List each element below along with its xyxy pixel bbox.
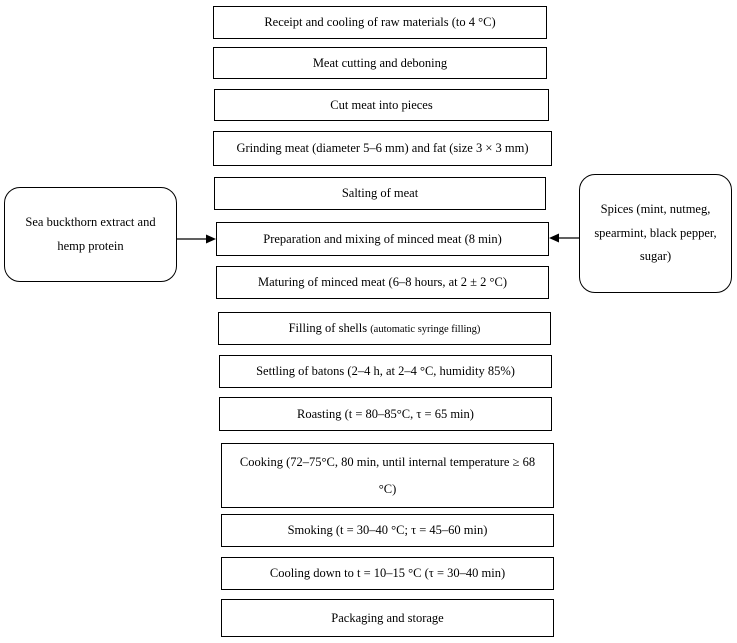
step-settling: Settling of batons (2–4 h, at 2–4 °C, hu… <box>219 355 552 388</box>
step-packaging-label: Packaging and storage <box>331 610 444 625</box>
input-sea-buckthorn-hemp: Sea buckthorn extract and hemp protein <box>4 187 177 282</box>
step-filling-label: Filling of shells (automatic syringe fil… <box>289 321 481 337</box>
step-pieces: Cut meat into pieces <box>214 89 549 121</box>
step-filling-main: Filling of shells <box>288 320 368 335</box>
step-packaging: Packaging and storage <box>221 599 554 637</box>
arrow-left-to-mixing <box>177 234 216 244</box>
input-right-label: Spices (mint, nutmeg, spearmint, black p… <box>594 201 717 264</box>
step-salting: Salting of meat <box>214 177 546 210</box>
step-settling-label: Settling of batons (2–4 h, at 2–4 °C, hu… <box>256 364 515 378</box>
step-smoking-label: Smoking (t = 30–40 °C; τ = 45–60 min) <box>287 523 488 537</box>
step-smoking: Smoking (t = 30–40 °C; τ = 45–60 min) <box>221 514 554 547</box>
step-mixing-label: Preparation and mixing of minced meat (8… <box>263 231 502 246</box>
step-pieces-label: Cut meat into pieces <box>330 97 433 112</box>
step-maturing-label: Maturing of minced meat (6–8 hours, at 2… <box>258 275 507 289</box>
step-cooking-label: Cooking (72–75°C, 80 min, until internal… <box>239 455 536 496</box>
input-left-label: Sea buckthorn extract and hemp protein <box>25 214 156 253</box>
step-filling-note: (automatic syringe filling) <box>370 323 481 335</box>
input-spices: Spices (mint, nutmeg, spearmint, black p… <box>579 174 732 293</box>
step-mixing: Preparation and mixing of minced meat (8… <box>216 222 549 256</box>
step-receipt-label: Receipt and cooling of raw materials (to… <box>264 15 496 29</box>
step-cooling-label: Cooling down to t = 10–15 °C (τ = 30–40 … <box>269 566 506 580</box>
step-cutting: Meat cutting and deboning <box>213 47 547 79</box>
step-grinding: Grinding meat (diameter 5–6 mm) and fat … <box>213 131 552 166</box>
step-cooking: Cooking (72–75°C, 80 min, until internal… <box>221 443 554 508</box>
step-grinding-label: Grinding meat (diameter 5–6 mm) and fat … <box>236 141 529 155</box>
step-maturing: Maturing of minced meat (6–8 hours, at 2… <box>216 266 549 299</box>
step-filling: Filling of shells (automatic syringe fil… <box>218 312 551 345</box>
step-cutting-label: Meat cutting and deboning <box>312 55 448 70</box>
step-roasting-label: Roasting (t = 80–85°C, τ = 65 min) <box>297 406 474 421</box>
step-receipt: Receipt and cooling of raw materials (to… <box>213 6 547 39</box>
arrow-right-to-mixing <box>549 233 579 243</box>
step-roasting: Roasting (t = 80–85°C, τ = 65 min) <box>219 397 552 431</box>
step-salting-label: Salting of meat <box>341 186 419 200</box>
step-cooling: Cooling down to t = 10–15 °C (τ = 30–40 … <box>221 557 554 590</box>
